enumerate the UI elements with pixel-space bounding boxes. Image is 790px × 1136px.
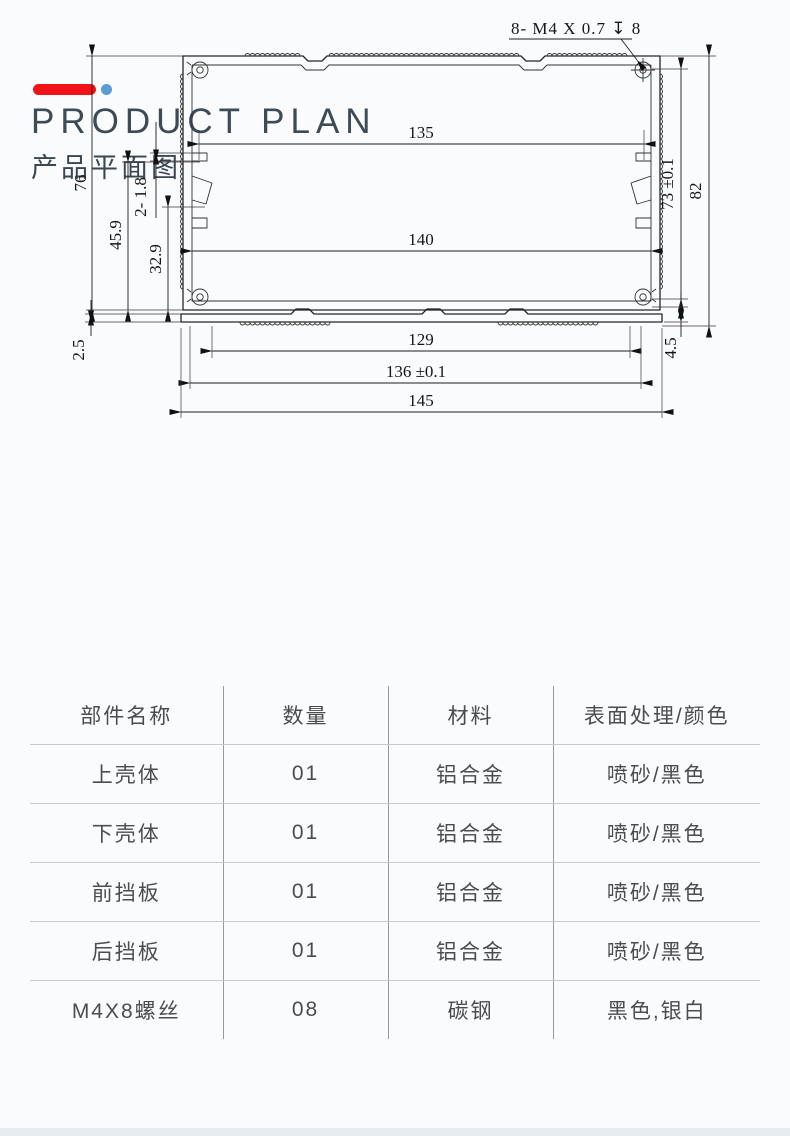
- cell-part-name: 上壳体: [30, 744, 224, 804]
- dim-136: 136 ±0.1: [178, 326, 653, 389]
- cell-quantity: 08: [223, 980, 389, 1039]
- table-row: 上壳体 01 铝合金 喷砂/黑色: [30, 744, 760, 804]
- svg-text:32.9: 32.9: [146, 244, 165, 274]
- dim-145: 145: [169, 328, 674, 418]
- dim-129: 129: [200, 326, 642, 358]
- blue-accent-dot: [101, 84, 112, 95]
- svg-text:136 ±0.1: 136 ±0.1: [386, 362, 446, 381]
- dim-45-9: 45.9: [106, 150, 200, 322]
- dim-135: 135: [187, 123, 656, 160]
- svg-text:82: 82: [686, 183, 705, 200]
- col-header-finish: 表面处理/颜色: [553, 686, 760, 745]
- svg-text:45.9: 45.9: [106, 220, 125, 250]
- svg-text:2- 1.8: 2- 1.8: [131, 177, 150, 217]
- cell-finish: 黑色,银白: [606, 1000, 707, 1023]
- page-title: PRODUCT PLAN: [31, 102, 377, 141]
- cell-quantity: 01: [223, 862, 389, 922]
- dim-73: 73 ±0.1: [652, 57, 688, 311]
- cell-quantity: 01: [223, 803, 389, 863]
- cell-material: 铝合金: [388, 803, 554, 863]
- svg-text:4.5: 4.5: [661, 337, 680, 358]
- cell-finish: 喷砂/黑色: [553, 803, 760, 863]
- thread-callout: 8- M4 X 0.7 ↧ 8: [509, 19, 647, 71]
- technical-drawing: 8- M4 X 0.7 ↧ 8 135 140 129 136 ±0.1 145…: [69, 19, 716, 418]
- dim-2-5: 2.5: [69, 300, 181, 361]
- svg-text:135: 135: [408, 123, 434, 142]
- svg-text:76: 76: [71, 175, 90, 192]
- enclosure-profile: [180, 53, 663, 326]
- table-row: 前挡板 01 铝合金 喷砂/黑色: [30, 862, 760, 922]
- cell-part-name: 下壳体: [30, 803, 224, 863]
- table-row: 下壳体 01 铝合金 喷砂/黑色: [30, 803, 760, 863]
- bottom-plate: [180, 308, 663, 323]
- dim-140: 140: [180, 230, 663, 254]
- dim-4-5: 4.5: [652, 292, 688, 359]
- svg-text:140: 140: [408, 230, 434, 249]
- cell-quantity: 01: [223, 744, 389, 804]
- cell-material: 碳钢: [388, 980, 554, 1039]
- dim-32-9: 32.9: [146, 195, 205, 322]
- dim-76: 76: [71, 44, 183, 322]
- cell-finish: 喷砂/黑色: [553, 862, 760, 922]
- cell-finish: 喷砂/黑色: [553, 744, 760, 804]
- cell-part-name: M4X8螺丝: [30, 980, 224, 1039]
- svg-text:145: 145: [408, 391, 434, 410]
- svg-text:129: 129: [408, 330, 434, 349]
- screw-boss-top-left: [186, 61, 209, 79]
- screw-boss-bottom-left: [186, 288, 209, 306]
- table-header-row: 部件名称 数量 材料 表面处理/颜色: [30, 686, 760, 745]
- cell-finish: 喷砂/黑色: [553, 921, 760, 981]
- col-header-quantity: 数量: [223, 686, 389, 745]
- table-row: M4X8螺丝 08 碳钢 黑色,银白: [30, 980, 760, 1039]
- dim-82: 82: [660, 44, 716, 338]
- red-accent-bar: [33, 84, 96, 95]
- svg-text:2.5: 2.5: [69, 339, 88, 360]
- parts-table: 部件名称 数量 材料 表面处理/颜色 上壳体 01 铝合金 喷砂/黑色 下壳体 …: [30, 686, 760, 1039]
- col-header-material: 材料: [388, 686, 554, 745]
- thread-note-text: 8- M4 X 0.7 ↧ 8: [511, 19, 641, 38]
- cell-material: 铝合金: [388, 862, 554, 922]
- cell-material: 铝合金: [388, 744, 554, 804]
- cell-material: 铝合金: [388, 921, 554, 981]
- cell-part-name: 后挡板: [30, 921, 224, 981]
- table-row: 后挡板 01 铝合金 喷砂/黑色: [30, 921, 760, 981]
- cell-part-name: 前挡板: [30, 862, 224, 922]
- col-header-part-name: 部件名称: [30, 686, 224, 745]
- cell-quantity: 01: [223, 921, 389, 981]
- screw-boss-bottom-right: [634, 288, 657, 306]
- dim-2-1-8: 2- 1.8: [131, 122, 207, 218]
- svg-text:73 ±0.1: 73 ±0.1: [658, 158, 677, 210]
- section-divider: [0, 1128, 790, 1136]
